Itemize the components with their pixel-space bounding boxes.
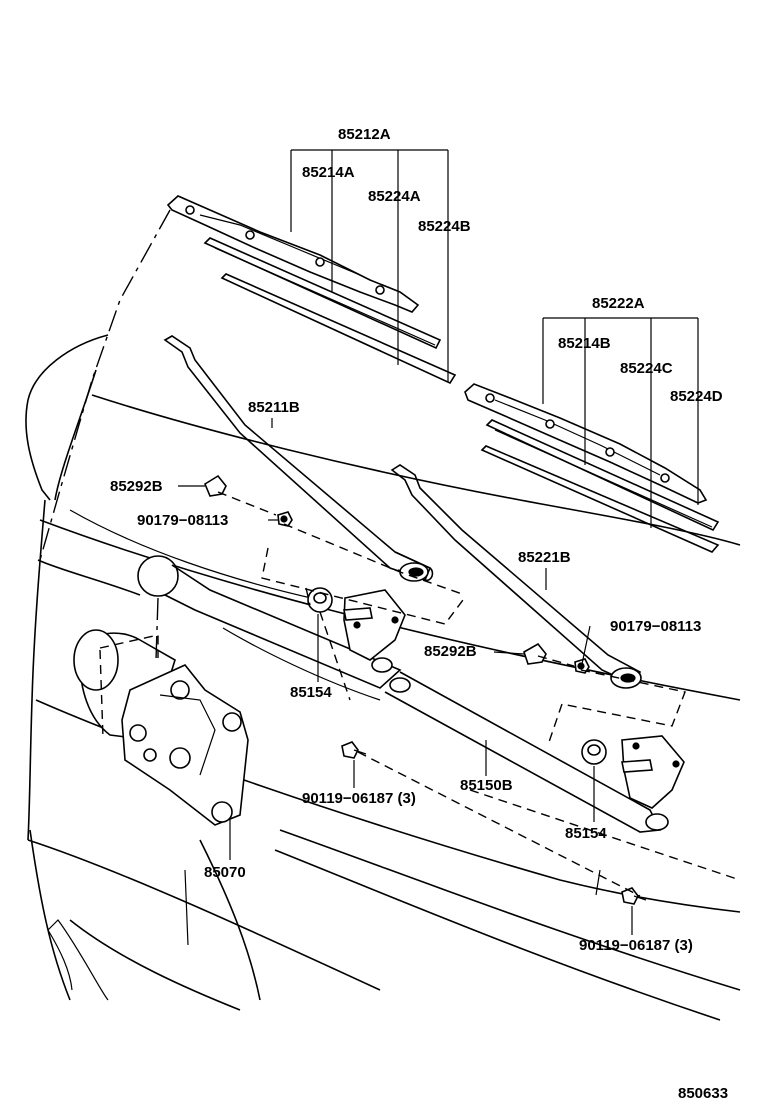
label-85221B: 85221B: [518, 549, 571, 566]
wiper-motor: [73, 597, 249, 826]
label-85150B: 85150B: [460, 777, 513, 794]
label-85224D: 85224D: [670, 388, 723, 405]
wiper-blade-right: [464, 383, 720, 553]
label-85154-right: 85154: [565, 825, 607, 842]
vehicle-body-outline: [25, 209, 741, 1021]
bolts: [341, 741, 647, 905]
wiper-arm-left: [163, 335, 434, 582]
part-labels: 85212A 85214A 85224A 85224B 85222A 85214…: [110, 126, 728, 1102]
wiper-blade-left: [166, 195, 457, 385]
caps-and-nuts: [203, 474, 590, 674]
label-85292B-left: 85292B: [110, 478, 163, 495]
label-90119-06187-left: 90119−06187 (3): [302, 790, 416, 807]
dashed-reference-lines: [99, 491, 686, 897]
label-85070: 85070: [204, 864, 246, 881]
label-85224C: 85224C: [620, 360, 673, 377]
label-85211B: 85211B: [248, 399, 300, 416]
wiper-link-rod: [137, 555, 669, 833]
label-85222A: 85222A: [592, 295, 645, 312]
label-90119-06187-right: 90119−06187 (3): [579, 937, 693, 954]
label-85224A: 85224A: [368, 188, 421, 205]
label-90179-08113-left: 90179−08113: [137, 512, 228, 529]
label-85214A: 85214A: [302, 164, 355, 181]
label-85214B: 85214B: [558, 335, 611, 352]
pivot-bracket-right: [581, 735, 685, 809]
pivot-bracket-left: [307, 587, 406, 661]
label-85154-left: 85154: [290, 684, 332, 701]
label-85212A: 85212A: [338, 126, 391, 143]
diagram-reference-number: 850633: [678, 1085, 728, 1102]
label-85224B: 85224B: [418, 218, 471, 235]
label-90179-08113-right: 90179−08113: [610, 618, 701, 635]
label-85292B-right: 85292B: [424, 643, 477, 660]
leader-lines: [178, 149, 699, 935]
